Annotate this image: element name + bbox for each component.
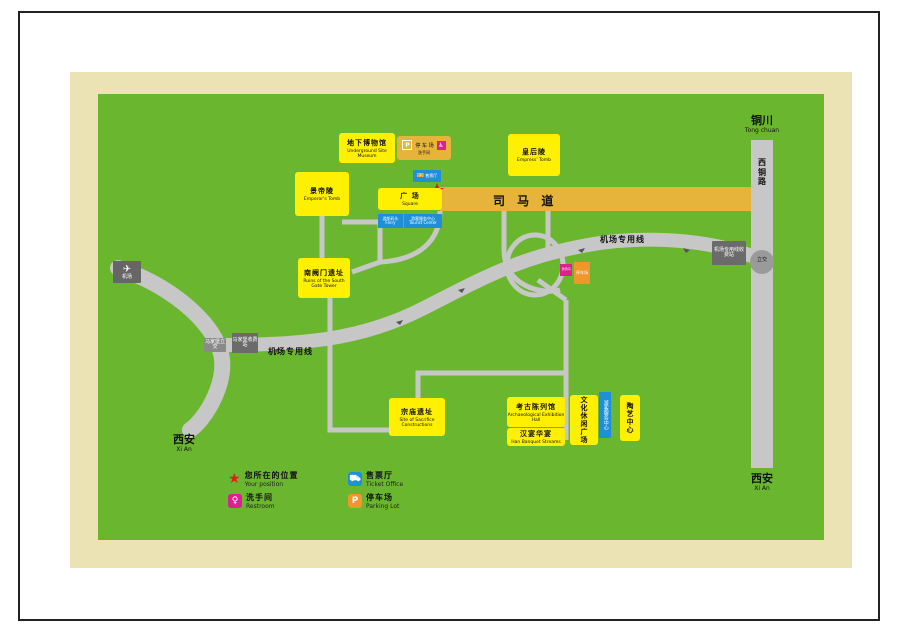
sima-road bbox=[440, 187, 751, 211]
ticket-icon: ⛟ bbox=[348, 472, 362, 486]
xitong-highway bbox=[751, 140, 773, 468]
xian-west-label: 西安 Xi An bbox=[173, 433, 195, 453]
xitong-road-label: 西铜路 bbox=[758, 158, 766, 187]
square-box[interactable]: 广 场 Square bbox=[378, 188, 442, 210]
south-gate-box[interactable]: 南阙门遗址 Ruins of the South Gate Tower bbox=[298, 258, 350, 298]
emperors-tomb-box[interactable]: 景帝陵 Emperor's Tomb bbox=[295, 172, 349, 216]
highway-interchange-node bbox=[750, 250, 774, 274]
toll-east-sign: 机场专用线收费站 bbox=[712, 241, 746, 265]
junction-sign: 马家堡立交 bbox=[204, 338, 226, 352]
toll-west-sign: 马家堡收费站 bbox=[232, 333, 258, 353]
restroom-icon: ♿ bbox=[436, 140, 446, 150]
airport-sign: ✈ 机场 bbox=[113, 261, 141, 283]
parking-icon: P bbox=[402, 140, 413, 150]
east-parking-sign[interactable]: 停车场 bbox=[574, 262, 590, 284]
direction-arrows bbox=[273, 248, 690, 353]
airport-expressway bbox=[213, 232, 769, 352]
grass-area bbox=[98, 94, 824, 540]
interchange-label: 立交 bbox=[756, 257, 767, 263]
culture-square-box[interactable]: 文化休闲广场 bbox=[570, 395, 598, 445]
sima-road-label: 司 马 道 bbox=[493, 194, 558, 208]
ticket-office-sign[interactable]: 🎫售票厅 bbox=[413, 170, 441, 182]
archaeological-box[interactable]: 考古陈列馆 Archaeological Exhibition Hall bbox=[507, 397, 565, 427]
empress-tomb-box[interactable]: 皇后陵 Empress' Tomb bbox=[508, 134, 560, 176]
airport-line-east-label: 机场专用线 bbox=[600, 235, 645, 244]
underground-museum-box[interactable]: 地下博物馆 Underground Site Museum bbox=[339, 133, 395, 163]
tongchuan-label: 铜川 Tong chuan bbox=[744, 114, 780, 134]
star-icon: ★ bbox=[228, 471, 241, 487]
ticket-icon: 🎫 bbox=[416, 171, 425, 179]
airport-line-west-label: 机场专用线 bbox=[268, 347, 313, 356]
east-wc-sign[interactable]: 洗手间 bbox=[560, 264, 572, 276]
pottery-center-box[interactable]: 陶艺中心 bbox=[620, 395, 640, 441]
airplane-icon: ✈ bbox=[122, 263, 132, 275]
restroom-icon: ♀ bbox=[228, 494, 242, 508]
sacrifice-box[interactable]: 宗庙遗址 Site of Sacrifice Constructions bbox=[389, 398, 445, 436]
tourist-center-box[interactable]: 游客服务中心 bbox=[599, 392, 611, 438]
banquet-box[interactable]: 汉宴华宴 Han Banquet Streams bbox=[507, 428, 565, 446]
parking-icon: P bbox=[348, 494, 362, 508]
xian-east-label: 西安 Xi An bbox=[751, 472, 773, 492]
parking-restroom-sign: P 停 车 场 ♿ 洗手间 bbox=[397, 136, 451, 160]
